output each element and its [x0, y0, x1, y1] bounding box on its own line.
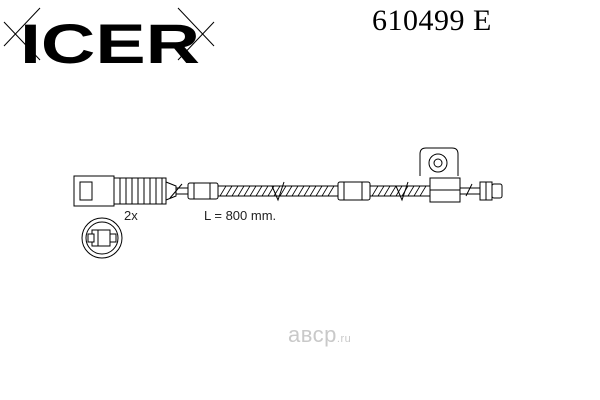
left-connector [73, 175, 188, 207]
left-sleeve [187, 182, 219, 200]
mounting-bracket [419, 147, 461, 203]
watermark-text: aвсp [288, 322, 337, 347]
braided-cable [218, 181, 338, 202]
part-number: 610499 E [372, 4, 492, 37]
quantity-label: 2x [124, 208, 138, 223]
middle-sleeve [337, 181, 371, 201]
watermark-tld: .ru [336, 333, 352, 345]
icer-logo: ICER [3, 7, 215, 75]
connector-end-view [81, 217, 123, 259]
braided-cable-end [370, 181, 430, 202]
cable-length-label: L = 800 mm. [204, 208, 277, 223]
site-watermark: aвсp.ru [288, 322, 351, 348]
svg-text:ICER: ICER [20, 12, 200, 75]
sensor-tip [460, 181, 503, 201]
